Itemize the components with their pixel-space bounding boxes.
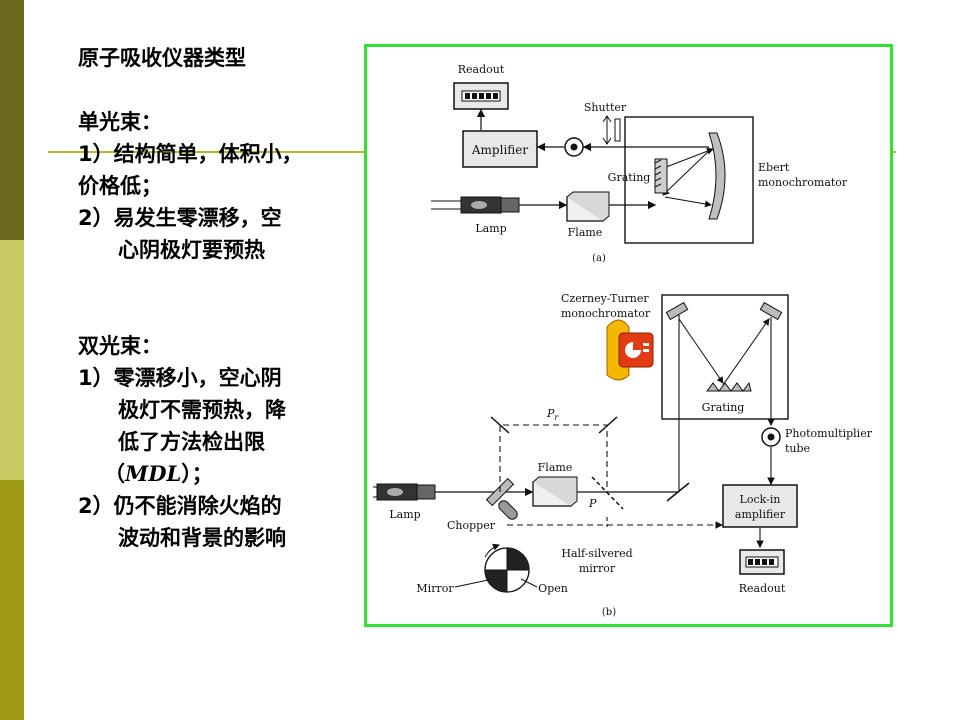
slide-text: 原子吸收仪器类型 单光束： 1）结构简单，体积小， 价格低； 2）易发生零漂移，… (78, 42, 358, 554)
double-beam-point-1: 1）零漂移小，空心阴 (78, 362, 358, 394)
grating-label-b: Grating (702, 401, 745, 414)
single-beam-heading: 单光束： (78, 110, 162, 134)
flame-label-b: Flame (538, 461, 573, 474)
point-text: 零漂移小，空心阴 (113, 366, 282, 390)
ct-mirror-left (665, 301, 689, 321)
chopper-label: Chopper (447, 519, 496, 532)
lockin-label-1: Lock-in (740, 493, 781, 506)
single-beam-point-1-cont: 价格低； (78, 174, 162, 198)
point-number: 2） (78, 494, 114, 518)
ct-mirror-right (759, 301, 783, 321)
lamp-label-b: Lamp (389, 508, 420, 521)
instrument-diagram: Readout Amplifier Shutter Grating Ebert … (364, 44, 893, 627)
decor-bar-bottom (0, 480, 24, 720)
grating-icon-a (654, 158, 668, 194)
fold-mirror (666, 482, 690, 502)
ebert-label-1: Ebert (758, 161, 790, 174)
czerney-label-2: monochromator (561, 307, 651, 320)
decor-bar-top (0, 0, 24, 240)
grating-label-a: Grating (608, 171, 651, 184)
single-beam-point-2: 2）易发生零漂移，空 (78, 202, 358, 234)
pmt-label-2: tube (785, 442, 810, 455)
single-beam-point-2-cont: 心阴极灯要预热 (118, 238, 265, 262)
readout-digits-b (748, 559, 774, 565)
lamp-label-a: Lamp (475, 222, 506, 235)
point-text: 仍不能消除火焰的 (113, 494, 282, 518)
paren-open: （ (104, 462, 125, 486)
amplifier-box (462, 130, 538, 168)
double-beam-point-1-cont-c: （MDL）； (78, 458, 358, 490)
readout-label-a: Readout (458, 63, 505, 76)
lockin-amplifier-box (722, 484, 798, 528)
point-text: 结构简单，体积小， (113, 142, 303, 166)
double-beam-heading: 双光束： (78, 334, 162, 358)
grating-icon-b (706, 381, 752, 392)
czerney-turner-box (661, 294, 789, 420)
slide-title: 原子吸收仪器类型 (78, 46, 246, 70)
mirror-label: Mirror (416, 582, 454, 595)
paren-close: ）； (181, 462, 213, 486)
double-beam-diagram: Czerney-Turner monochromator Grating Pho… (373, 292, 873, 618)
ebert-label-2: monochromator (758, 176, 848, 189)
mdl-abbrev: MDL (125, 461, 182, 486)
half-silvered-label-2: mirror (579, 562, 616, 575)
ebert-monochromator-box (624, 116, 754, 244)
point-number: 1） (78, 366, 114, 390)
double-beam-point-1-cont-b: 低了方法检出限 (118, 430, 265, 454)
presentation-clipart-icon (606, 319, 654, 381)
open-label: Open (538, 582, 568, 595)
half-silvered-label-1: Half-silvered (561, 547, 632, 560)
lockin-label-2: amplifier (735, 508, 786, 521)
decor-bar-middle (0, 240, 24, 480)
figure-label-b: (b) (602, 607, 616, 618)
single-beam-point-1: 1）结构简单，体积小， (78, 138, 358, 170)
reference-mirror-left (490, 416, 510, 434)
shutter-label: Shutter (584, 101, 627, 114)
point-number: 1） (78, 142, 114, 166)
shutter-icon (614, 118, 621, 142)
pr-label: Pr (546, 407, 559, 422)
double-beam-point-2-cont: 波动和背景的影响 (118, 526, 286, 550)
half-silvered-mirror-icon (591, 476, 624, 510)
readout-digits-a (465, 93, 498, 99)
reference-mirror-right (598, 416, 618, 434)
reference-beam (499, 424, 608, 492)
czerney-label-1: Czerney-Turner (561, 292, 649, 305)
readout-label-b: Readout (739, 582, 786, 595)
amplifier-label: Amplifier (471, 143, 529, 157)
single-beam-diagram: Readout Amplifier Shutter Grating Ebert … (431, 63, 848, 264)
ebert-mirror (708, 132, 726, 220)
double-beam-point-2: 2）仍不能消除火焰的 (78, 490, 358, 522)
point-number: 2） (78, 206, 114, 230)
point-text: 易发生零漂移，空 (113, 206, 282, 230)
p-label: P (588, 497, 597, 510)
flame-label-a: Flame (568, 226, 603, 239)
diagram-svg: Readout Amplifier Shutter Grating Ebert … (373, 63, 873, 618)
double-beam-point-1-cont-a: 极灯不需预热，降 (118, 398, 286, 422)
pmt-label-1: Photomultiplier (785, 427, 873, 440)
figure-label-a: (a) (592, 253, 606, 264)
